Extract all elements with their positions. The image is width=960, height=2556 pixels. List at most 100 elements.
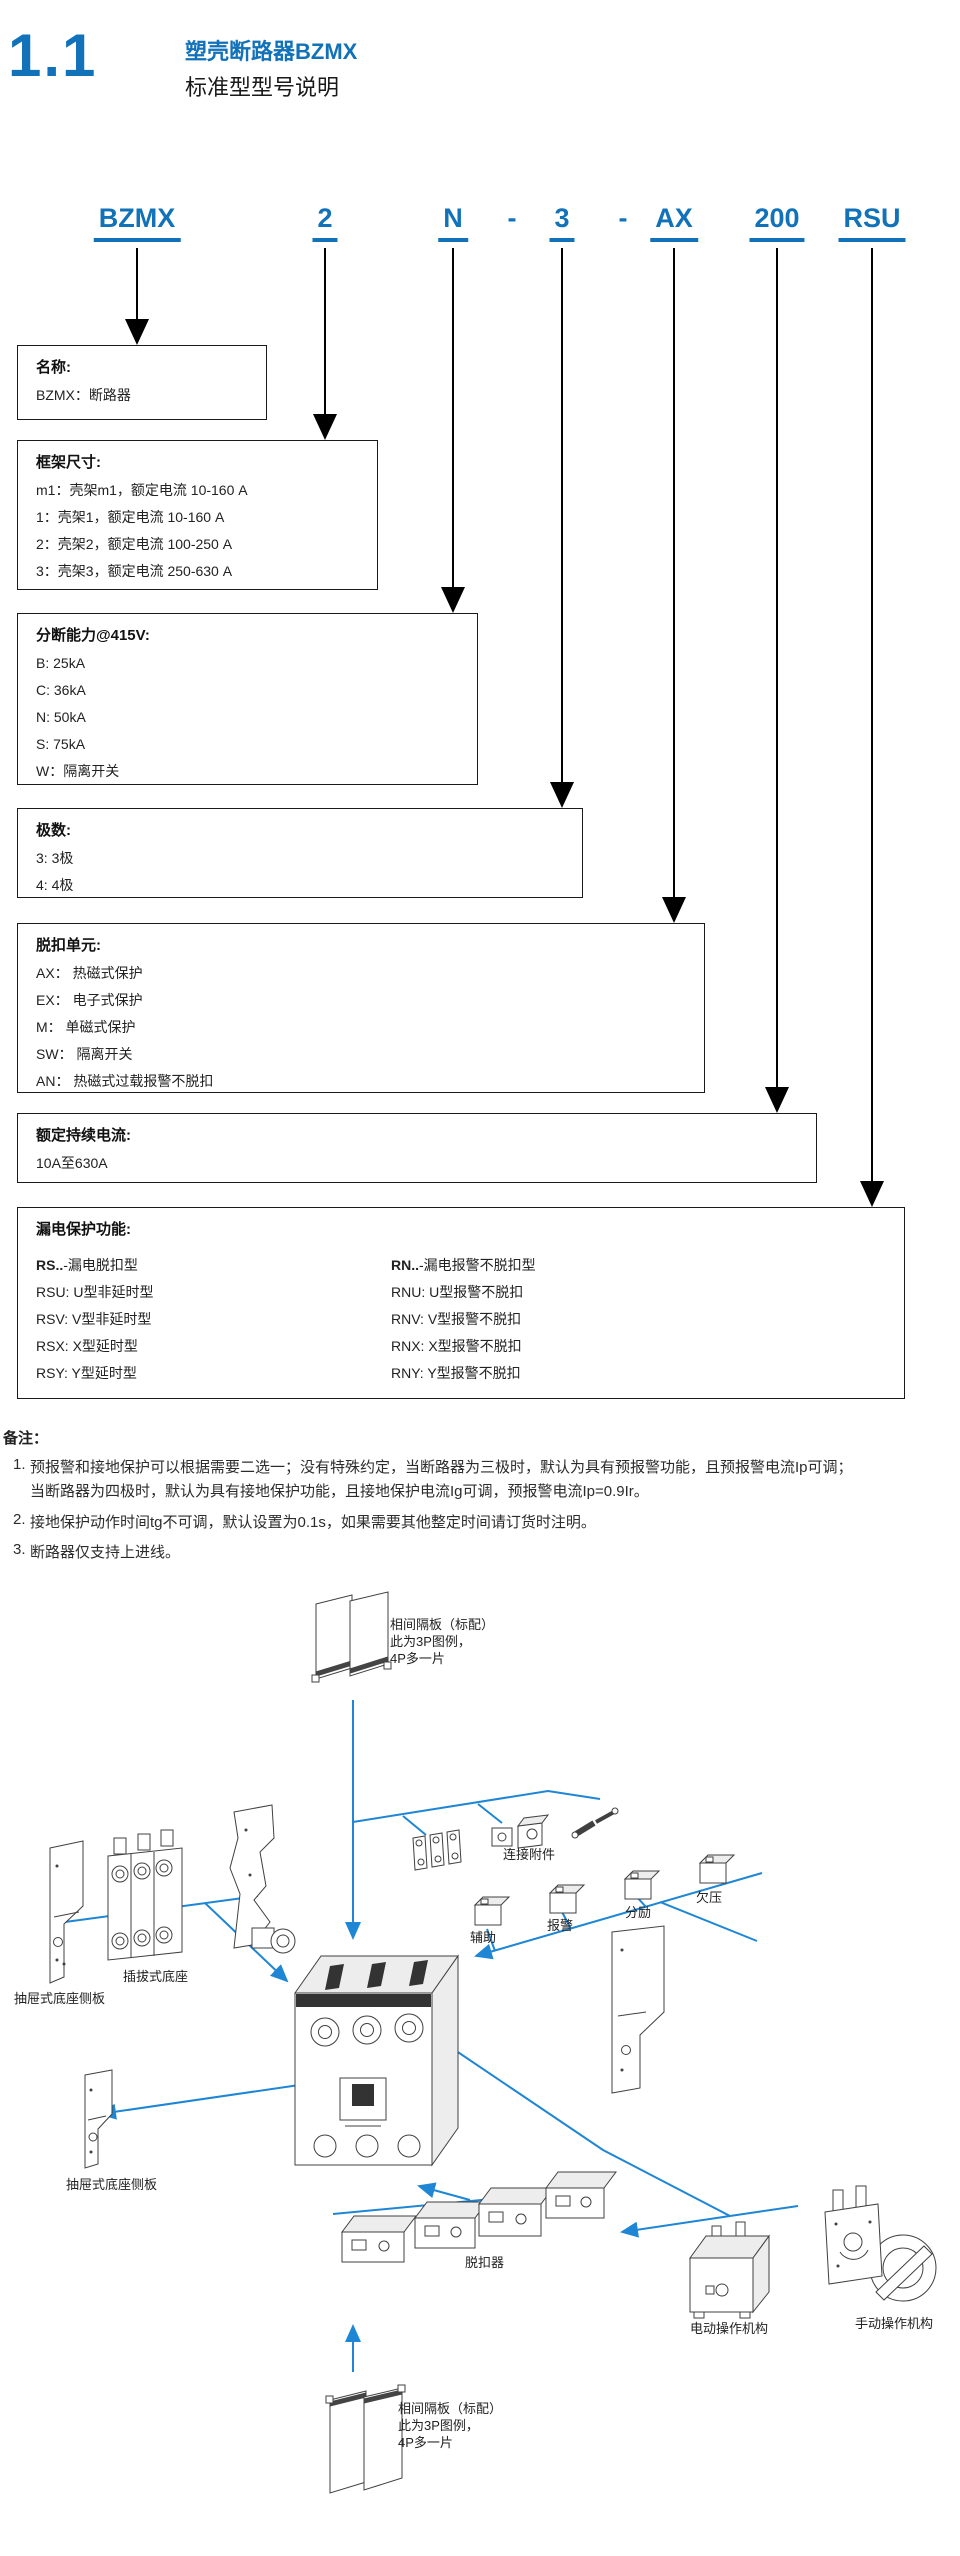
code-segment-poles: 3 [549, 203, 575, 242]
shunt-module-drawing [623, 1870, 661, 1900]
box-title: 名称: [36, 359, 71, 376]
box-line: SW： 隔离开关 [36, 1046, 133, 1062]
label-connection-accessory: 连接附件 [503, 1847, 556, 1862]
box-line: RSV: V型非延时型 [36, 1311, 152, 1327]
label-plugin-base: 插拔式底座 [123, 1969, 189, 1984]
page-title: 塑壳断路器BZMX [185, 39, 358, 64]
box-title: 漏电保护功能: [36, 1221, 131, 1238]
label-trip-unit: 脱扣器 [465, 2255, 505, 2270]
trip-unit-box: 脱扣单元: AX： 热磁式保护 EX： 电子式保护 M： 单磁式保护 SW： 隔… [17, 923, 705, 1093]
column-header: RS..-漏电脱扣型 [36, 1257, 138, 1273]
box-title: 框架尺寸: [36, 454, 101, 471]
box-line: 3: 3极 [36, 850, 74, 866]
box-title: 极数: [36, 822, 71, 839]
code-dash: - [618, 203, 628, 233]
box-line: 1：壳架1，额定电流 10-160 A [36, 509, 225, 525]
label-drawer-side-plate-upper: 抽屉式底座侧板 [14, 1991, 106, 2006]
code-segment-current: 200 [749, 203, 805, 242]
box-line: 3：壳架3，额定电流 250-630 A [36, 563, 233, 579]
label-shunt: 分励 [625, 1905, 652, 1920]
box-line: AN： 热磁式过载报警不脱扣 [36, 1073, 214, 1089]
auxiliary-module-drawing [473, 1896, 511, 1926]
box-line: RSX: X型延时型 [36, 1338, 138, 1354]
note-2: 接地保护动作时间tg不可调，默认设置为0.1s，如果需要其他整定时间请订货时注明… [30, 1514, 596, 1531]
notes-title: 备注： [3, 1430, 49, 1447]
leakage-trip-column: RS..-漏电脱扣型 RSU: U型非延时型 RSV: V型非延时型 RSX: … [36, 1252, 153, 1387]
rated-current-box: 额定持续电流: 10A至630A [17, 1113, 817, 1183]
code-dash: - [507, 203, 517, 233]
box-line: 10A至630A [36, 1155, 108, 1171]
leakage-protection-box: 漏电保护功能: RS..-漏电脱扣型 RSU: U型非延时型 RSV: V型非延… [17, 1207, 905, 1399]
label-drawer-side-plate-lower: 抽屉式底座侧板 [66, 2177, 158, 2192]
box-line: m1：壳架m1，额定电流 10-160 A [36, 482, 248, 498]
box-line: C: 36kA [36, 682, 86, 698]
arrow-to-frame-box [313, 248, 337, 440]
trip-units-drawing [341, 2171, 617, 2263]
note-number: 3. [13, 1541, 26, 1558]
code-segment-trip: AX [650, 203, 698, 242]
box-line: B: 25kA [36, 655, 86, 671]
box-line: W：隔离开关 [36, 763, 120, 779]
box-line: S: 75kA [36, 736, 86, 752]
cable-accessory-drawing [571, 1807, 619, 1839]
box-line: 2：壳架2，额定电流 100-250 A [36, 536, 233, 552]
box-line: 4: 4极 [36, 877, 74, 893]
right-side-plate-drawing [611, 1925, 665, 2094]
arrow-to-breaking-box [441, 248, 465, 613]
note-3: 断路器仅支持上进线。 [30, 1544, 181, 1561]
label-undervoltage: 欠压 [696, 1890, 723, 1905]
undervoltage-module-drawing [698, 1854, 736, 1884]
box-title: 脱扣单元: [36, 937, 101, 954]
box-line: RNY: Y型报警不脱扣 [391, 1365, 521, 1381]
box-line: RSU: U型非延时型 [36, 1284, 154, 1300]
arrow-to-name-box [125, 248, 149, 345]
box-line: RSY: Y型延时型 [36, 1365, 137, 1381]
label-alarm: 报警 [547, 1918, 574, 1933]
plugin-base-drawing [107, 1829, 183, 1961]
section-number: 1.1 [8, 22, 98, 89]
code-segment-leakage: RSU [838, 203, 906, 242]
label-manual-operator: 手动操作机构 [855, 2316, 934, 2331]
label-auxiliary: 辅助 [470, 1930, 497, 1945]
box-line: RNV: V型报警不脱扣 [391, 1311, 522, 1327]
box-line: N: 50kA [36, 709, 86, 725]
link-plates-drawing [412, 1829, 462, 1871]
rotary-handle-drawing [229, 1804, 296, 1954]
code-segment-series: BZMX [93, 203, 181, 242]
arrow-to-trip-box [662, 248, 686, 923]
arrow-to-leakage-box [860, 248, 884, 1207]
drawer-side-plate-lower-drawing [84, 2069, 113, 2169]
breaking-capacity-box: 分断能力@415V: B: 25kA C: 36kA N: 50kA S: 75… [17, 613, 478, 785]
note-number: 1. [13, 1456, 26, 1473]
box-line: BZMX：断路器 [36, 387, 131, 403]
breaker-body-drawing [294, 1954, 459, 2167]
column-header: RN..-漏电报警不脱扣型 [391, 1257, 536, 1273]
arrow-to-poles-box [550, 248, 574, 808]
code-segment-breaking: N [438, 203, 468, 242]
label-phase-plates-top: 相间隔板（标配） 此为3P图例， 4P多一片 [390, 1617, 495, 1666]
name-box: 名称: BZMX：断路器 [17, 345, 267, 420]
label-phase-plates-bottom: 相间隔板（标配） 此为3P图例， 4P多一片 [398, 2401, 503, 2450]
note-1-line-1: 预报警和接地保护可以根据需要二选一；没有特殊约定，当断路器为三极时，默认为具有预… [30, 1459, 853, 1476]
drawer-side-plate-upper-drawing [49, 1840, 84, 1984]
leakage-alarm-column: RN..-漏电报警不脱扣型 RNU: U型报警不脱扣 RNV: V型报警不脱扣 … [391, 1252, 536, 1387]
label-motor-operator: 电动操作机构 [690, 2321, 769, 2336]
box-title: 分断能力@415V: [36, 627, 150, 644]
motor-operator-drawing [689, 2221, 770, 2319]
alarm-module-drawing [548, 1884, 586, 1914]
note-1-line-2: 当断路器为四极时，默认为具有接地保护功能，且接地保护电流Ig可调，预报警电流Ip… [30, 1483, 649, 1500]
page-subtitle: 标准型型号说明 [185, 75, 340, 100]
box-line: AX： 热磁式保护 [36, 965, 143, 981]
box-line: EX： 电子式保护 [36, 992, 143, 1008]
phase-plates-top-drawing [311, 1591, 392, 1683]
phase-plates-bottom-drawing [325, 2384, 406, 2494]
arrow-to-current-box [765, 248, 789, 1113]
box-line: RNU: U型报警不脱扣 [391, 1284, 524, 1300]
frame-size-box: 框架尺寸: m1：壳架m1，额定电流 10-160 A 1：壳架1，额定电流 1… [17, 440, 378, 590]
poles-box: 极数: 3: 3极 4: 4极 [17, 808, 583, 898]
code-segment-frame: 2 [312, 203, 338, 242]
exploded-diagram [49, 1591, 937, 2494]
connector-boxes-drawing [491, 1814, 550, 1849]
manual-operator-drawing [824, 2185, 937, 2302]
